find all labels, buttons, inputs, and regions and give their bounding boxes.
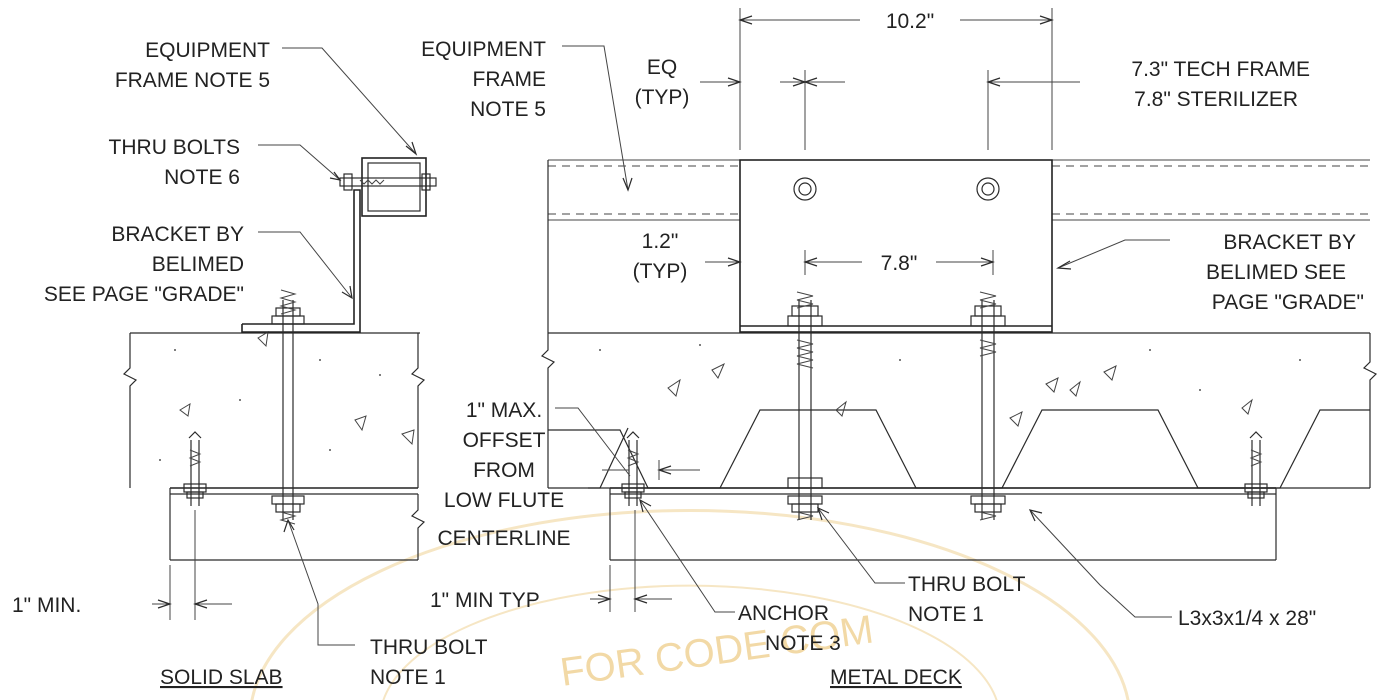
label-1-min-left: 1" MIN. xyxy=(12,594,81,617)
label-equipment-frame-left-2: FRAME NOTE 5 xyxy=(115,69,270,92)
label-thru-bolts-1: THRU BOLTS xyxy=(109,136,240,159)
label-eq: EQ xyxy=(647,56,677,79)
label-anchor-1: ANCHOR xyxy=(738,602,829,625)
label-angle: L3x3x1/4 x 28" xyxy=(1178,607,1316,630)
label-bracket-left-3: SEE PAGE "GRADE" xyxy=(44,283,244,306)
label-bracket-right-3: PAGE "GRADE" xyxy=(1212,291,1364,314)
label-offset-2: OFFSET xyxy=(463,429,546,452)
anchor-right xyxy=(1244,431,1268,506)
label-offset-5: CENTERLINE xyxy=(437,527,570,550)
label-thru-bolts-2: NOTE 6 xyxy=(164,166,240,189)
label-dim-1-2: 1.2" xyxy=(642,230,679,253)
label-equipment-frame-right-1: EQUIPMENT xyxy=(421,38,546,61)
label-offset-1: 1" MAX. xyxy=(466,399,542,422)
label-solid-slab: SOLID SLAB xyxy=(160,666,283,689)
label-thru-bolt-left-2: NOTE 1 xyxy=(370,666,446,689)
label-metal-deck: METAL DECK xyxy=(830,666,962,689)
text-labels: EQUIPMENT FRAME NOTE 5 THRU BOLTS NOTE 6… xyxy=(12,10,1364,689)
label-offset-3: FROM xyxy=(473,459,535,482)
label-sterilizer: 7.8" STERILIZER xyxy=(1134,88,1298,111)
label-thru-bolt-left-1: THRU BOLT xyxy=(370,636,488,659)
label-dim-7-8: 7.8" xyxy=(881,252,918,275)
anchor-left xyxy=(621,431,645,506)
label-tech-frame: 7.3" TECH FRAME xyxy=(1131,58,1310,81)
label-thru-bolt-right-2: NOTE 1 xyxy=(908,603,984,626)
label-anchor-2: NOTE 3 xyxy=(765,632,841,655)
label-dim-1-2-typ: (TYP) xyxy=(633,260,688,283)
metal-deck-detail xyxy=(540,8,1378,612)
label-bracket-right-1: BRACKET BY xyxy=(1223,231,1356,254)
label-bracket-left-2: BELIMED xyxy=(152,253,244,276)
right-leaders xyxy=(555,45,1172,618)
label-eq-typ: (TYP) xyxy=(635,86,690,109)
label-bracket-right-2: BELIMED SEE xyxy=(1206,261,1346,284)
label-equipment-frame-left-1: EQUIPMENT xyxy=(145,39,270,62)
label-equipment-frame-right-2: FRAME xyxy=(473,68,547,91)
label-equipment-frame-right-3: NOTE 5 xyxy=(470,98,546,121)
label-bracket-left-1: BRACKET BY xyxy=(111,223,244,246)
label-offset-4: LOW FLUTE xyxy=(444,489,564,512)
label-dim-10-2: 10.2" xyxy=(886,10,934,33)
label-thru-bolt-right-1: THRU BOLT xyxy=(908,573,1026,596)
solid-slab-detail xyxy=(122,157,437,620)
left-leaders xyxy=(258,47,418,646)
label-1-min-typ: 1" MIN TYP xyxy=(430,589,540,612)
